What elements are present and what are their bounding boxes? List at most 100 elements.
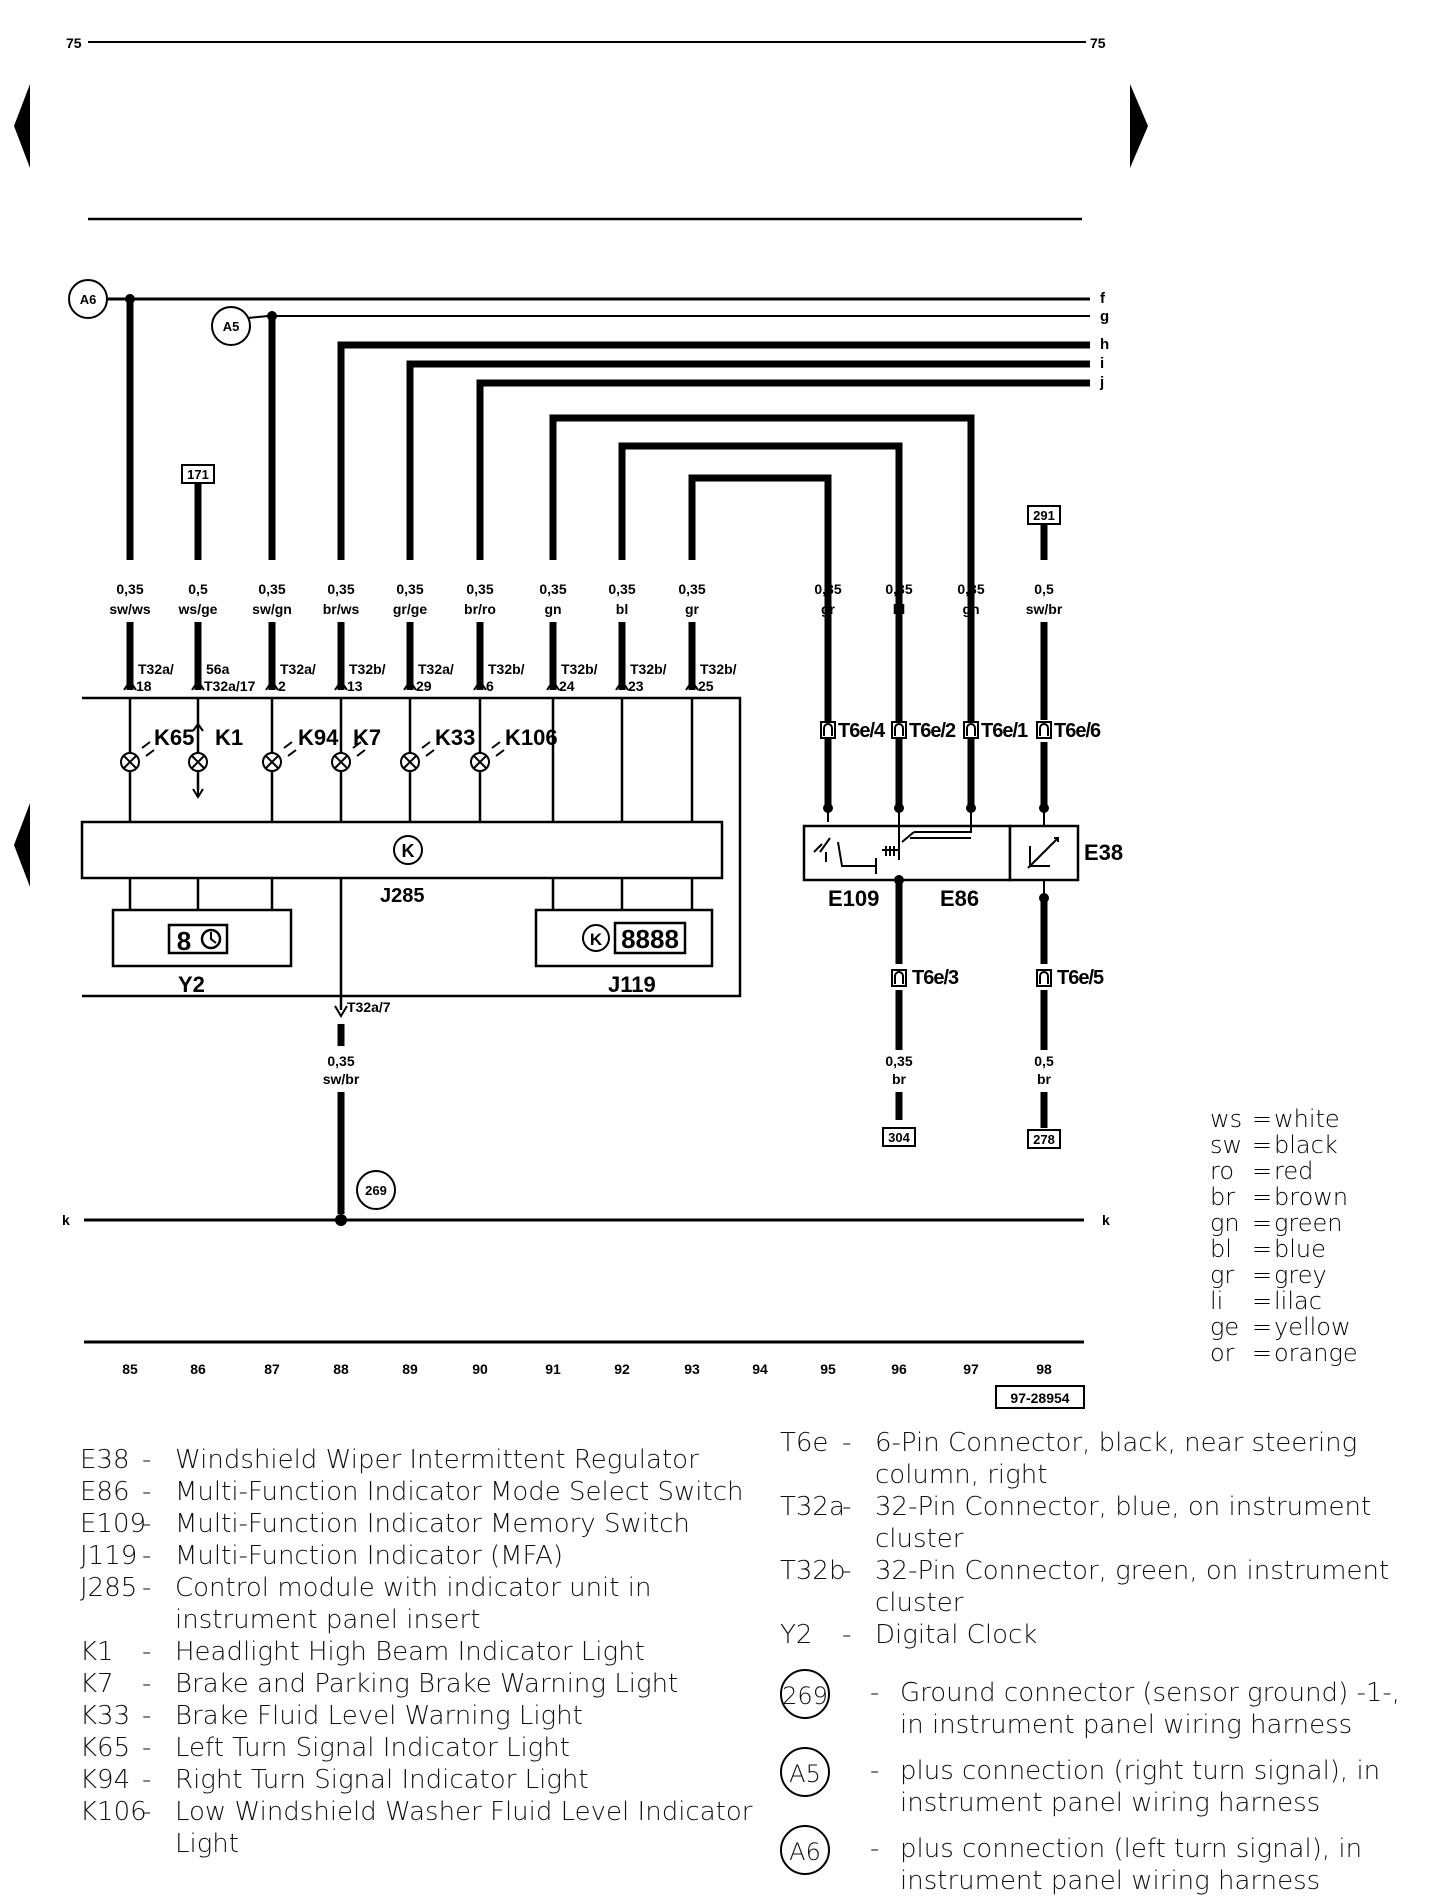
- ground-connector-269[interactable]: [356, 1170, 396, 1210]
- separator-dash: -: [142, 1637, 152, 1667]
- column-number-91: 91: [545, 1361, 561, 1377]
- legend-left-row: K33-Brake Fluid Level Warning Light: [80, 1700, 760, 1732]
- mfa-electronic-icon: [582, 924, 610, 952]
- page-number-left: 75: [66, 35, 82, 51]
- conn-label-92-a: T32b/: [630, 661, 667, 677]
- component-legend-left: E38-Windshield Wiper Intermittent Regula…: [80, 1444, 760, 1860]
- column-number-88: 88: [333, 1361, 349, 1377]
- circled-description: Ground connector (sensor ground) -1-, in…: [900, 1678, 1401, 1740]
- conn-t32a-7: T32a/7: [347, 999, 391, 1015]
- wire-color-86: ws/ge: [178, 601, 218, 617]
- color-name: green: [1274, 1209, 1343, 1237]
- wire-size-91: 0,35: [539, 581, 566, 597]
- conn-label-93-a: T32b/: [700, 661, 737, 677]
- label-k33: K33: [435, 725, 475, 750]
- color-code: or: [1210, 1339, 1235, 1367]
- wire-labels: 0,35sw/ws0,5ws/ge0,35sw/gn0,35br/ws0,35g…: [109, 581, 1062, 617]
- continuation-arrow-icon[interactable]: [14, 803, 30, 887]
- line-label-h: h: [1100, 336, 1109, 353]
- color-name: orange: [1274, 1339, 1358, 1367]
- circled-code: 269: [780, 1669, 830, 1719]
- color-name: red: [1274, 1157, 1314, 1185]
- color-code: gr: [1210, 1261, 1235, 1289]
- next-page-arrow-icon[interactable]: [1130, 84, 1148, 168]
- wire-size-96: 0,35: [885, 581, 912, 597]
- legend-left-row: E109-Multi-Function Indicator Memory Swi…: [80, 1508, 760, 1540]
- label-e109: E109: [828, 886, 879, 911]
- component-code: J285: [80, 1573, 138, 1603]
- component-description: Multi-Function Indicator (MFA): [175, 1541, 564, 1571]
- connector-98: T6e/6: [1036, 720, 1102, 742]
- conn-label-90-b: 6: [486, 678, 494, 694]
- wire-88-color: sw/br: [323, 1071, 360, 1087]
- legend-left-row: K65-Left Turn Signal Indicator Light: [80, 1732, 760, 1764]
- label-k65: K65: [154, 725, 194, 750]
- indicator-bulbs: [120, 722, 505, 799]
- color-name: black: [1274, 1131, 1338, 1159]
- color-key-row: ws=white: [1210, 1106, 1358, 1132]
- ref-label-291: 291: [1033, 508, 1055, 523]
- svg-text:br: br: [892, 1071, 907, 1087]
- label-k94: K94: [298, 725, 339, 750]
- color-name: lilac: [1274, 1287, 1322, 1315]
- legend-left-row: K94-Right Turn Signal Indicator Light: [80, 1764, 760, 1796]
- ref-box-278[interactable]: [1027, 1129, 1061, 1149]
- label-k7: K7: [353, 725, 381, 750]
- conn-arrow-t32a7: [334, 1005, 348, 1018]
- color-name: brown: [1274, 1183, 1349, 1211]
- conn-label-92-b: 23: [628, 678, 644, 694]
- color-key-row: gr=grey: [1210, 1262, 1358, 1288]
- separator-dash: -: [142, 1509, 152, 1539]
- line-end-labels: f g h i j: [1099, 290, 1109, 391]
- component-description: Multi-Function Indicator Mode Select Swi…: [175, 1477, 744, 1507]
- color-code: ws: [1210, 1105, 1243, 1133]
- connector-96: T6e/2: [891, 720, 957, 742]
- bulb-k33: [400, 741, 435, 772]
- color-key-row: li=lilac: [1210, 1288, 1358, 1314]
- prev-page-arrow-icon[interactable]: [14, 84, 30, 168]
- legend-right-row: T32a-32-Pin Connector, blue, on instrume…: [780, 1491, 1430, 1555]
- color-code: li: [1210, 1287, 1224, 1315]
- ground-label-right: k: [1102, 1212, 1110, 1228]
- conn-arrow-86: [191, 679, 205, 691]
- color-key-row: ro=red: [1210, 1158, 1358, 1184]
- wire-size-93: 0,35: [678, 581, 705, 597]
- ground-label-left: k: [62, 1212, 70, 1228]
- conn-label-90-a: T32b/: [488, 661, 525, 677]
- separator-dash: -: [142, 1541, 152, 1571]
- component-description: Brake and Parking Brake Warning Light: [175, 1669, 679, 1699]
- wire-size-88: 0,35: [327, 581, 354, 597]
- conn-label-85-a: T32a/: [138, 661, 174, 677]
- legend-circled-row: A6-plus connection (left turn signal), i…: [780, 1825, 1430, 1897]
- component-code: E109: [80, 1509, 147, 1539]
- component-code: J119: [80, 1541, 138, 1571]
- component-code: E38: [80, 1445, 130, 1475]
- connector-95: T6e/4: [820, 720, 887, 742]
- separator-dash: -: [842, 1556, 852, 1586]
- component-code: K7: [80, 1669, 114, 1699]
- separator-dash: -: [142, 1445, 152, 1475]
- ref-label-278: 278: [1033, 1132, 1055, 1147]
- svg-text:0,5: 0,5: [1034, 1053, 1054, 1069]
- conn-label-98: T6e/6: [1054, 720, 1101, 742]
- svg-text:br: br: [1037, 1071, 1052, 1087]
- label-e86: E86: [940, 886, 979, 911]
- equals-sign: =: [1252, 1209, 1273, 1237]
- conn-arrow-92: [615, 679, 629, 691]
- separator-dash: -: [142, 1701, 152, 1731]
- color-key-row: sw=black: [1210, 1132, 1358, 1158]
- legend-left-row: J285-Control module with indicator unit …: [80, 1572, 760, 1636]
- wire-size-98: 0,5: [1034, 581, 1054, 597]
- ref-label-171: 171: [187, 467, 209, 482]
- column-number-90: 90: [472, 1361, 488, 1377]
- component-legend-right: T6e-6-Pin Connector, black, near steerin…: [780, 1427, 1430, 1897]
- ref-box-304[interactable]: [882, 1127, 916, 1147]
- component-code: K94: [80, 1765, 131, 1795]
- conn-arrow-90: [473, 679, 487, 691]
- color-code: gn: [1210, 1209, 1240, 1237]
- component-description: 6-Pin Connector, black, near steering co…: [875, 1428, 1358, 1490]
- equals-sign: =: [1252, 1261, 1273, 1289]
